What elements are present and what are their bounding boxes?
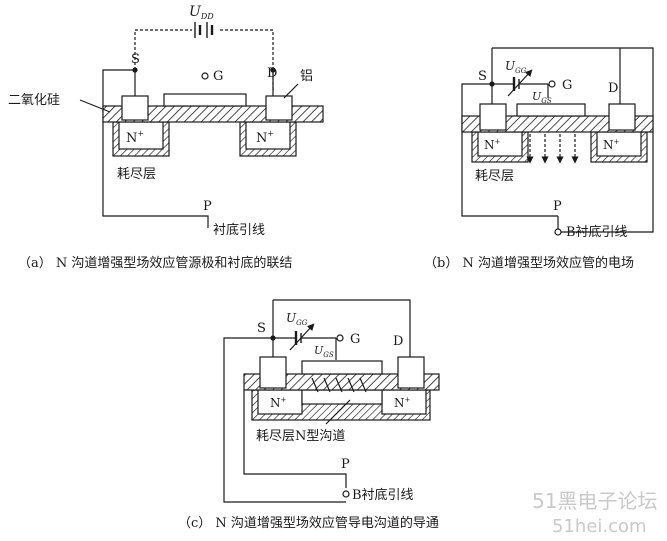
source-contact-a (121, 95, 149, 121)
field-arrows-b (526, 134, 579, 164)
drain-contact-a (265, 95, 293, 121)
gate-terminal-b (548, 80, 556, 88)
caption-a: （a） N 沟道增强型场效应管源极和衬底的联结 (18, 255, 292, 271)
gate-plate-b (516, 103, 586, 117)
vgs-label-b: UGS (532, 90, 552, 105)
drain-label-b: D (608, 81, 618, 96)
gate-plate-a (163, 93, 247, 107)
supply-wire-b (492, 47, 654, 233)
battery-b (507, 69, 548, 97)
drain-contact-b (608, 103, 636, 131)
battery-a (194, 22, 214, 38)
n-plus-left-label-c: N+ (270, 396, 287, 410)
gate-label-b: G (562, 78, 572, 93)
gate-terminal-c (336, 334, 344, 342)
vgs-label-c: UGS (314, 344, 334, 359)
substrate-terminal-c (342, 490, 350, 498)
gate-label-a: G (213, 69, 223, 84)
source-contact-b (479, 103, 507, 131)
n-plus-right-label-c: N+ (394, 396, 411, 410)
diagram-a-labels: UDD S G D 铝 二氧化硅 N+ N+ 耗尽层 P 衬底引线 （a） N … (8, 4, 313, 271)
battery-c (289, 323, 336, 351)
depletion-channel-label-c: 耗尽层N型沟道 (256, 429, 345, 444)
diagram-a (79, 22, 324, 228)
supply-label-b: UGG (505, 59, 527, 75)
source-label-a: S (131, 52, 140, 67)
n-plus-well-right-a (245, 121, 291, 150)
supply-label-c: UGG (286, 311, 308, 327)
substrate-loop-a (102, 69, 209, 228)
n-plus-right-label-a: N+ (256, 129, 274, 146)
gate-terminal-a (201, 72, 209, 80)
diagram-c (223, 299, 440, 503)
supply-wire-c (273, 299, 411, 357)
lead-label-b: B衬底引线 (566, 224, 628, 240)
aluminum-label-a: 铝 (300, 69, 313, 84)
supply-wire-a-right (220, 29, 274, 92)
substrate-loop-b (461, 83, 558, 217)
substrate-label-a: P (203, 199, 212, 214)
drain-label-a: D (267, 66, 277, 81)
n-plus-well-left-b (477, 131, 523, 157)
diagram-b (461, 47, 654, 236)
watermark-title: 51黑电子论坛 (532, 489, 657, 513)
caption-c: （c） N 沟道增强型场效应管导电沟道的导通 (178, 515, 439, 531)
drain-contact-c (397, 356, 425, 389)
oxide-label-a: 二氧化硅 (8, 93, 60, 108)
source-contact-c (259, 356, 287, 389)
gate-plate-c (301, 360, 383, 375)
source-label-b: S (478, 69, 487, 84)
n-plus-well-right-c (381, 389, 427, 415)
n-plus-right-label-b: N+ (603, 138, 620, 152)
substrate-terminal-b (554, 228, 562, 236)
substrate-loop-c (223, 337, 346, 503)
drain-label-c: D (393, 334, 403, 349)
diagram-c-labels: UGG UGS S G D N+ N+ 耗尽层N型沟道 P B衬底引线 （c） … (178, 311, 439, 531)
lead-label-a: 衬底引线 (213, 222, 265, 238)
diagram-b-labels: UGG UGS S G D N+ N+ 耗尽层 P B衬底引线 （b） N 沟道… (424, 59, 634, 271)
watermark: 51黑电子论坛 51hei.com (532, 489, 657, 537)
watermark-url: 51hei.com (552, 516, 647, 537)
body-wire-c (243, 390, 347, 488)
n-channel-c (301, 389, 383, 405)
n-plus-left-label-a: N+ (126, 129, 144, 146)
substrate-label-b: P (553, 199, 562, 214)
field-lines-c (311, 377, 367, 393)
depletion-label-a: 耗尽层 (117, 167, 156, 182)
caption-b: （b） N 沟道增强型场效应管的电场 (424, 255, 634, 271)
supply-label-a: UDD (189, 4, 214, 21)
substrate-label-c: P (341, 457, 350, 472)
source-label-c: S (257, 321, 266, 336)
lead-label-c: B衬底引线 (352, 487, 414, 503)
gate-label-c: G (350, 332, 360, 347)
n-plus-well-right-b (596, 131, 642, 157)
depletion-label-b: 耗尽层 (475, 169, 514, 184)
n-plus-left-label-b: N+ (484, 138, 501, 152)
supply-wire-a (134, 29, 192, 70)
